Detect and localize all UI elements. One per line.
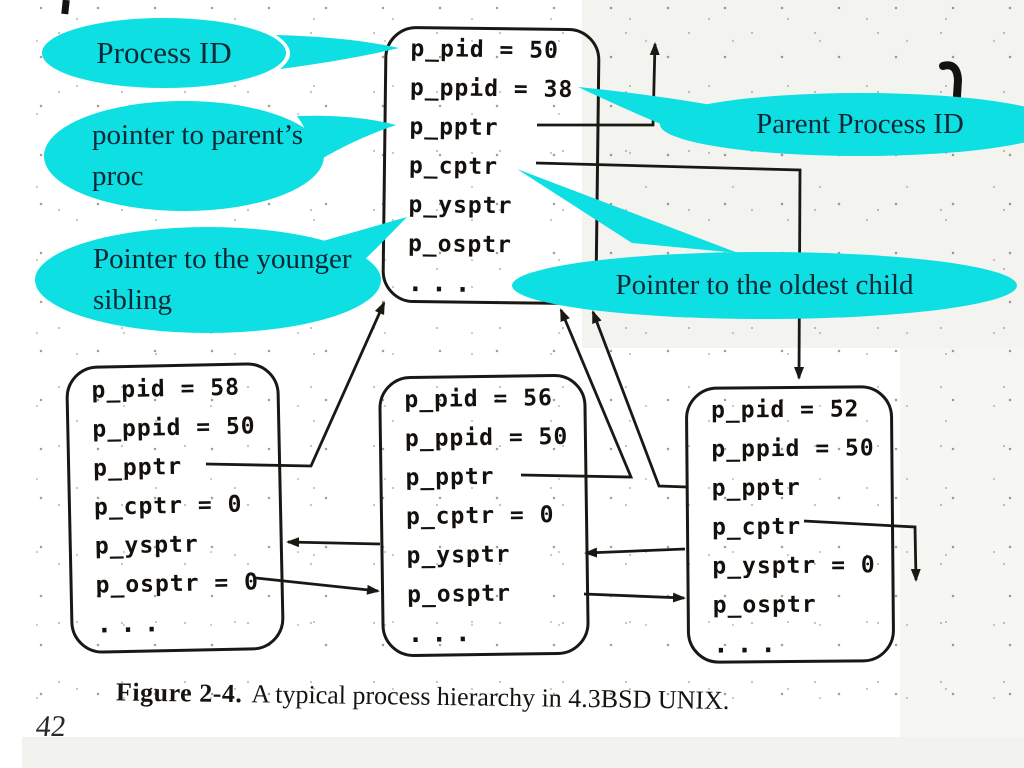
callout-process-id: Process ID [42, 18, 286, 88]
arrow-52-ysptr-to-56 [584, 547, 686, 558]
callout-label: Parent Process ID [756, 108, 964, 140]
scan-shade-bottom [22, 737, 1024, 768]
callout-label: Pointer to the oldest child [615, 269, 914, 301]
callout-pointer-to-younger-sibling: Pointer to the younger sibling [35, 227, 381, 333]
arrow-52-pptr-to-50 [591, 310, 688, 489]
figure-caption-text: A typical process hierarchy in 4.3BSD UN… [251, 679, 730, 715]
arrow-58-osptr-to-56 [255, 576, 380, 595]
arrow-50-pptr-to-parent [537, 42, 660, 127]
page-number: 42 [34, 710, 68, 743]
scan-shade-right-lower [900, 348, 1024, 738]
callout-label: Process ID [96, 35, 232, 70]
tail-process-id [276, 35, 399, 69]
cropped-title-stroke [939, 61, 963, 100]
tail-oldest-child [517, 169, 738, 253]
callout-label: pointer to parent’s proc [92, 119, 304, 192]
callout-pointer-to-parent-proc: pointer to parent’s proc [44, 101, 324, 211]
arrow-58-pptr-to-50 [205, 301, 386, 468]
callout-label: Pointer to the younger sibling [93, 243, 352, 316]
callout-pointer-to-oldest-child: Pointer to the oldest child [512, 252, 1017, 319]
arrow-56-osptr-to-52 [583, 592, 686, 603]
arrow-56-pptr-to-50 [520, 308, 634, 479]
figure-caption-number: Figure 2-4. [115, 677, 243, 709]
arrow-52-cptr-down [803, 519, 921, 582]
callout-parent-process-id: Parent Process ID [660, 93, 1024, 156]
arrow-56-ysptr-to-58 [286, 537, 381, 548]
